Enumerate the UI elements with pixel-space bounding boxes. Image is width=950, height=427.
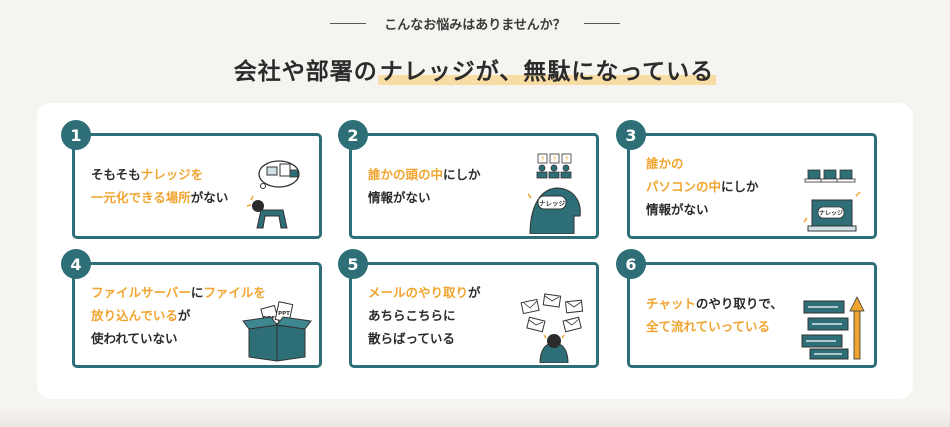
card-text-line: 情報がない: [368, 186, 481, 209]
card-text-segment: のやり取りで、: [695, 296, 783, 311]
card-text-segment: に: [190, 284, 204, 300]
card-text: チャットのやり取りで、全て流れていっている: [646, 265, 783, 365]
card-number-badge: 2: [338, 120, 368, 150]
card-text-segment: 使われていない: [91, 330, 178, 346]
card-text-segment: が: [468, 284, 481, 300]
problem-card-1: 1 そもそもナレッジを一元化できる場所がない: [61, 120, 322, 239]
card-text-emphasis: メールのやり取り: [368, 284, 469, 300]
card-text: メールのやり取りがあちらこちらに散らばっている: [368, 265, 481, 365]
title-highlight: ナレッジが、無駄になっている: [377, 59, 717, 85]
card-text: ファイルサーバーにファイルを放り込んでいるが使われていない: [91, 265, 266, 365]
problem-card-6: 6 チャットのやり取りで、全て流れていっている: [616, 249, 877, 368]
card-text-line: そもそもナレッジを: [91, 163, 228, 186]
head-knowledge-icon: ? ? ? ナレッジ: [527, 153, 581, 234]
card-text-line: 散らばっている: [368, 327, 481, 350]
card-text-segment: 情報がない: [368, 190, 431, 205]
eyebrow-rule-right: [583, 23, 620, 24]
card-text-segment: が: [177, 307, 191, 323]
card-text-emphasis: 一元化できる場所: [91, 190, 191, 205]
bubble-label: ナレッジ: [819, 210, 843, 217]
card-text-emphasis: チャット: [646, 296, 696, 311]
eyebrow-rule-left: [330, 23, 367, 24]
card-text-emphasis: 誰かの頭の中: [368, 167, 444, 182]
card-text-line: 全て流れていっている: [646, 315, 783, 338]
card-text-line: チャットのやり取りで、: [646, 292, 783, 315]
card-text-line: 誰かの: [646, 152, 759, 175]
card-text-segment: にしか: [443, 167, 481, 182]
card-number-badge: 1: [61, 120, 91, 150]
problems-panel: 1 そもそもナレッジを一元化できる場所がない 2 誰かの頭の中にしか情報がない …: [37, 103, 913, 399]
file-label: PPT: [278, 311, 290, 317]
card-text-segment: あちらこちらに: [368, 307, 456, 323]
laptop-knowledge-icon: ナレッジ: [803, 169, 861, 232]
problem-card-5: 5 メールのやり取りがあちらこちらに散らばっている: [338, 249, 599, 368]
card-text-line: 一元化できる場所がない: [91, 186, 228, 209]
card-text-line: パソコンの中にしか: [646, 175, 759, 198]
scattered-mail-icon: [520, 293, 584, 363]
svg-text:?: ?: [541, 156, 545, 164]
svg-text:?: ?: [565, 156, 569, 164]
section-title: 会社や部署のナレッジが、無駄になっている: [0, 52, 950, 86]
card-text-emphasis: ナレッジを: [140, 167, 204, 182]
bubble-label: ナレッジ: [539, 200, 566, 208]
card-number-badge: 3: [616, 120, 646, 150]
card-text-emphasis: 誰かの: [646, 155, 684, 171]
card-text: 誰かのパソコンの中にしか情報がない: [646, 136, 759, 236]
card-text-emphasis: 全て流れていっている: [646, 319, 771, 334]
card-text-emphasis: ファイルサーバー: [91, 284, 191, 300]
card-text-emphasis: パソコンの中: [646, 178, 722, 194]
card-text-line: 誰かの頭の中にしか: [368, 163, 481, 186]
card-text: そもそもナレッジを一元化できる場所がない: [91, 136, 228, 236]
card-number-badge: 6: [616, 249, 646, 279]
card-text-line: メールのやり取りが: [368, 281, 481, 304]
box-of-files-icon: PDF PPT: [242, 301, 312, 362]
problem-card-2: 2 誰かの頭の中にしか情報がない ? ? ? ナレッジ: [338, 120, 599, 239]
card-text-segment: にしか: [721, 178, 759, 194]
person-kneeling-icon: [246, 160, 300, 229]
card-text-line: ファイルサーバーにファイルを: [91, 281, 266, 304]
card-text-line: 使われていない: [91, 327, 266, 350]
card-text-segment: 散らばっている: [368, 330, 455, 346]
card-text-emphasis: 放り込んでいる: [91, 307, 178, 323]
card-text-line: 情報がない: [646, 198, 759, 221]
card-text: 誰かの頭の中にしか情報がない: [368, 136, 481, 236]
svg-text:?: ?: [553, 156, 557, 164]
card-text-segment: そもそも: [91, 167, 141, 182]
card-text-segment: 情報がない: [646, 201, 709, 217]
card-number-badge: 5: [338, 249, 368, 279]
title-pre: 会社や部署の: [233, 59, 378, 85]
card-number-badge: 4: [61, 249, 91, 279]
bottom-divider: [0, 410, 950, 427]
card-text-line: 放り込んでいるが: [91, 304, 266, 327]
card-text-line: あちらこちらに: [368, 304, 481, 327]
chat-flow-icon: [801, 296, 865, 360]
problem-card-3: 3 誰かのパソコンの中にしか情報がない ナレッジ: [616, 120, 877, 239]
section-eyebrow: こんなお悩みはありませんか？: [0, 14, 950, 33]
card-text-emphasis: ファイルを: [203, 284, 266, 300]
card-text-segment: がない: [190, 190, 229, 205]
eyebrow-text: こんなお悩みはありませんか？: [384, 18, 566, 33]
